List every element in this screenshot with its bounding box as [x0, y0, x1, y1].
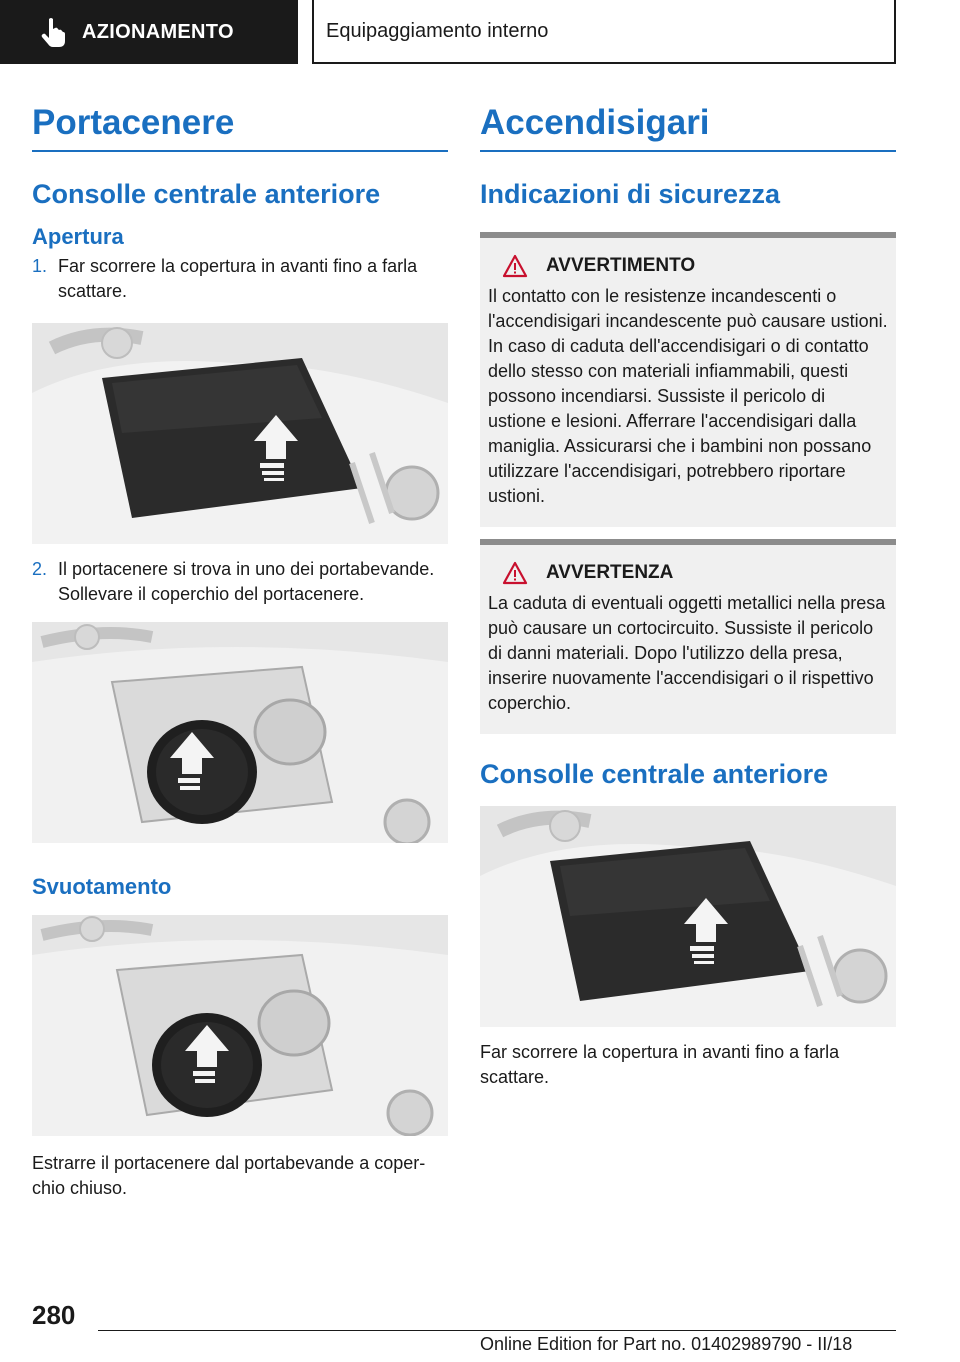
page-title-portacenere: Portacenere [32, 100, 448, 152]
warning-text: Il contatto con le resistenze incandesce… [488, 286, 888, 506]
warning-text: La caduta di eventuali oggetti metallici… [488, 593, 886, 713]
right-column: Accendisigari Indicazioni di sicurezza A… [480, 100, 896, 1090]
section-tab[interactable]: AZIONAMENTO [0, 0, 298, 64]
warning-box-avvertimento: AVVERTIMENTO Il contatto con le resisten… [480, 232, 896, 527]
console-text: Far scorrere la copertura in avanti fino… [480, 1042, 840, 1087]
step-number: 2. [32, 559, 48, 579]
warning-header: AVVERTENZA [488, 561, 888, 585]
warning-triangle-icon [502, 561, 528, 585]
subsection-title: Equipaggiamento interno [312, 0, 896, 64]
svuotamento-text: Estrarre il portacenere dal portabevande… [32, 1153, 426, 1198]
pointing-hand-icon [40, 17, 70, 47]
step-text: Il portacenere si trova in uno dei porta… [58, 559, 435, 604]
photo-console-cover-right [480, 806, 896, 1027]
footer-divider [98, 1330, 896, 1331]
section-tab-label: AZIONAMENTO [82, 20, 234, 43]
warning-header: AVVERTIMENTO [488, 254, 888, 278]
warning-triangle-icon [502, 254, 528, 278]
photo-ashtray-in-holder [32, 622, 448, 843]
warning-box-avvertenza: AVVERTENZA La caduta di eventuali oggett… [480, 539, 896, 734]
page-title-accendisigari: Accendisigari [480, 100, 896, 152]
step-1: 1. Far scorrere la copertura in avanti f… [32, 254, 448, 304]
page-number: 280 [32, 1300, 76, 1330]
heading-consolle-right: Consolle centrale anteriore [480, 759, 829, 789]
edition-note: Online Edition for Part no. 01402989790 … [480, 1334, 853, 1354]
heading-sicurezza: Indicazioni di sicurezza [480, 179, 781, 209]
left-column: Portacenere Consolle centrale anteriore … [32, 100, 448, 1201]
step-text: Far scorrere la copertura in avanti fino… [58, 256, 418, 301]
photo-console-cover [32, 323, 448, 544]
warning-label: AVVERTENZA [546, 562, 674, 583]
photo-ashtray-removal [32, 915, 448, 1136]
warning-label: AVVERTIMENTO [546, 255, 696, 276]
heading-apertura: Apertura [32, 224, 124, 249]
step-number: 1. [32, 256, 48, 276]
step-2: 2. Il portacenere si trova in uno dei po… [32, 557, 448, 607]
heading-svuotamento: Svuotamento [32, 874, 172, 899]
heading-consolle: Consolle centrale anteriore [32, 179, 381, 209]
